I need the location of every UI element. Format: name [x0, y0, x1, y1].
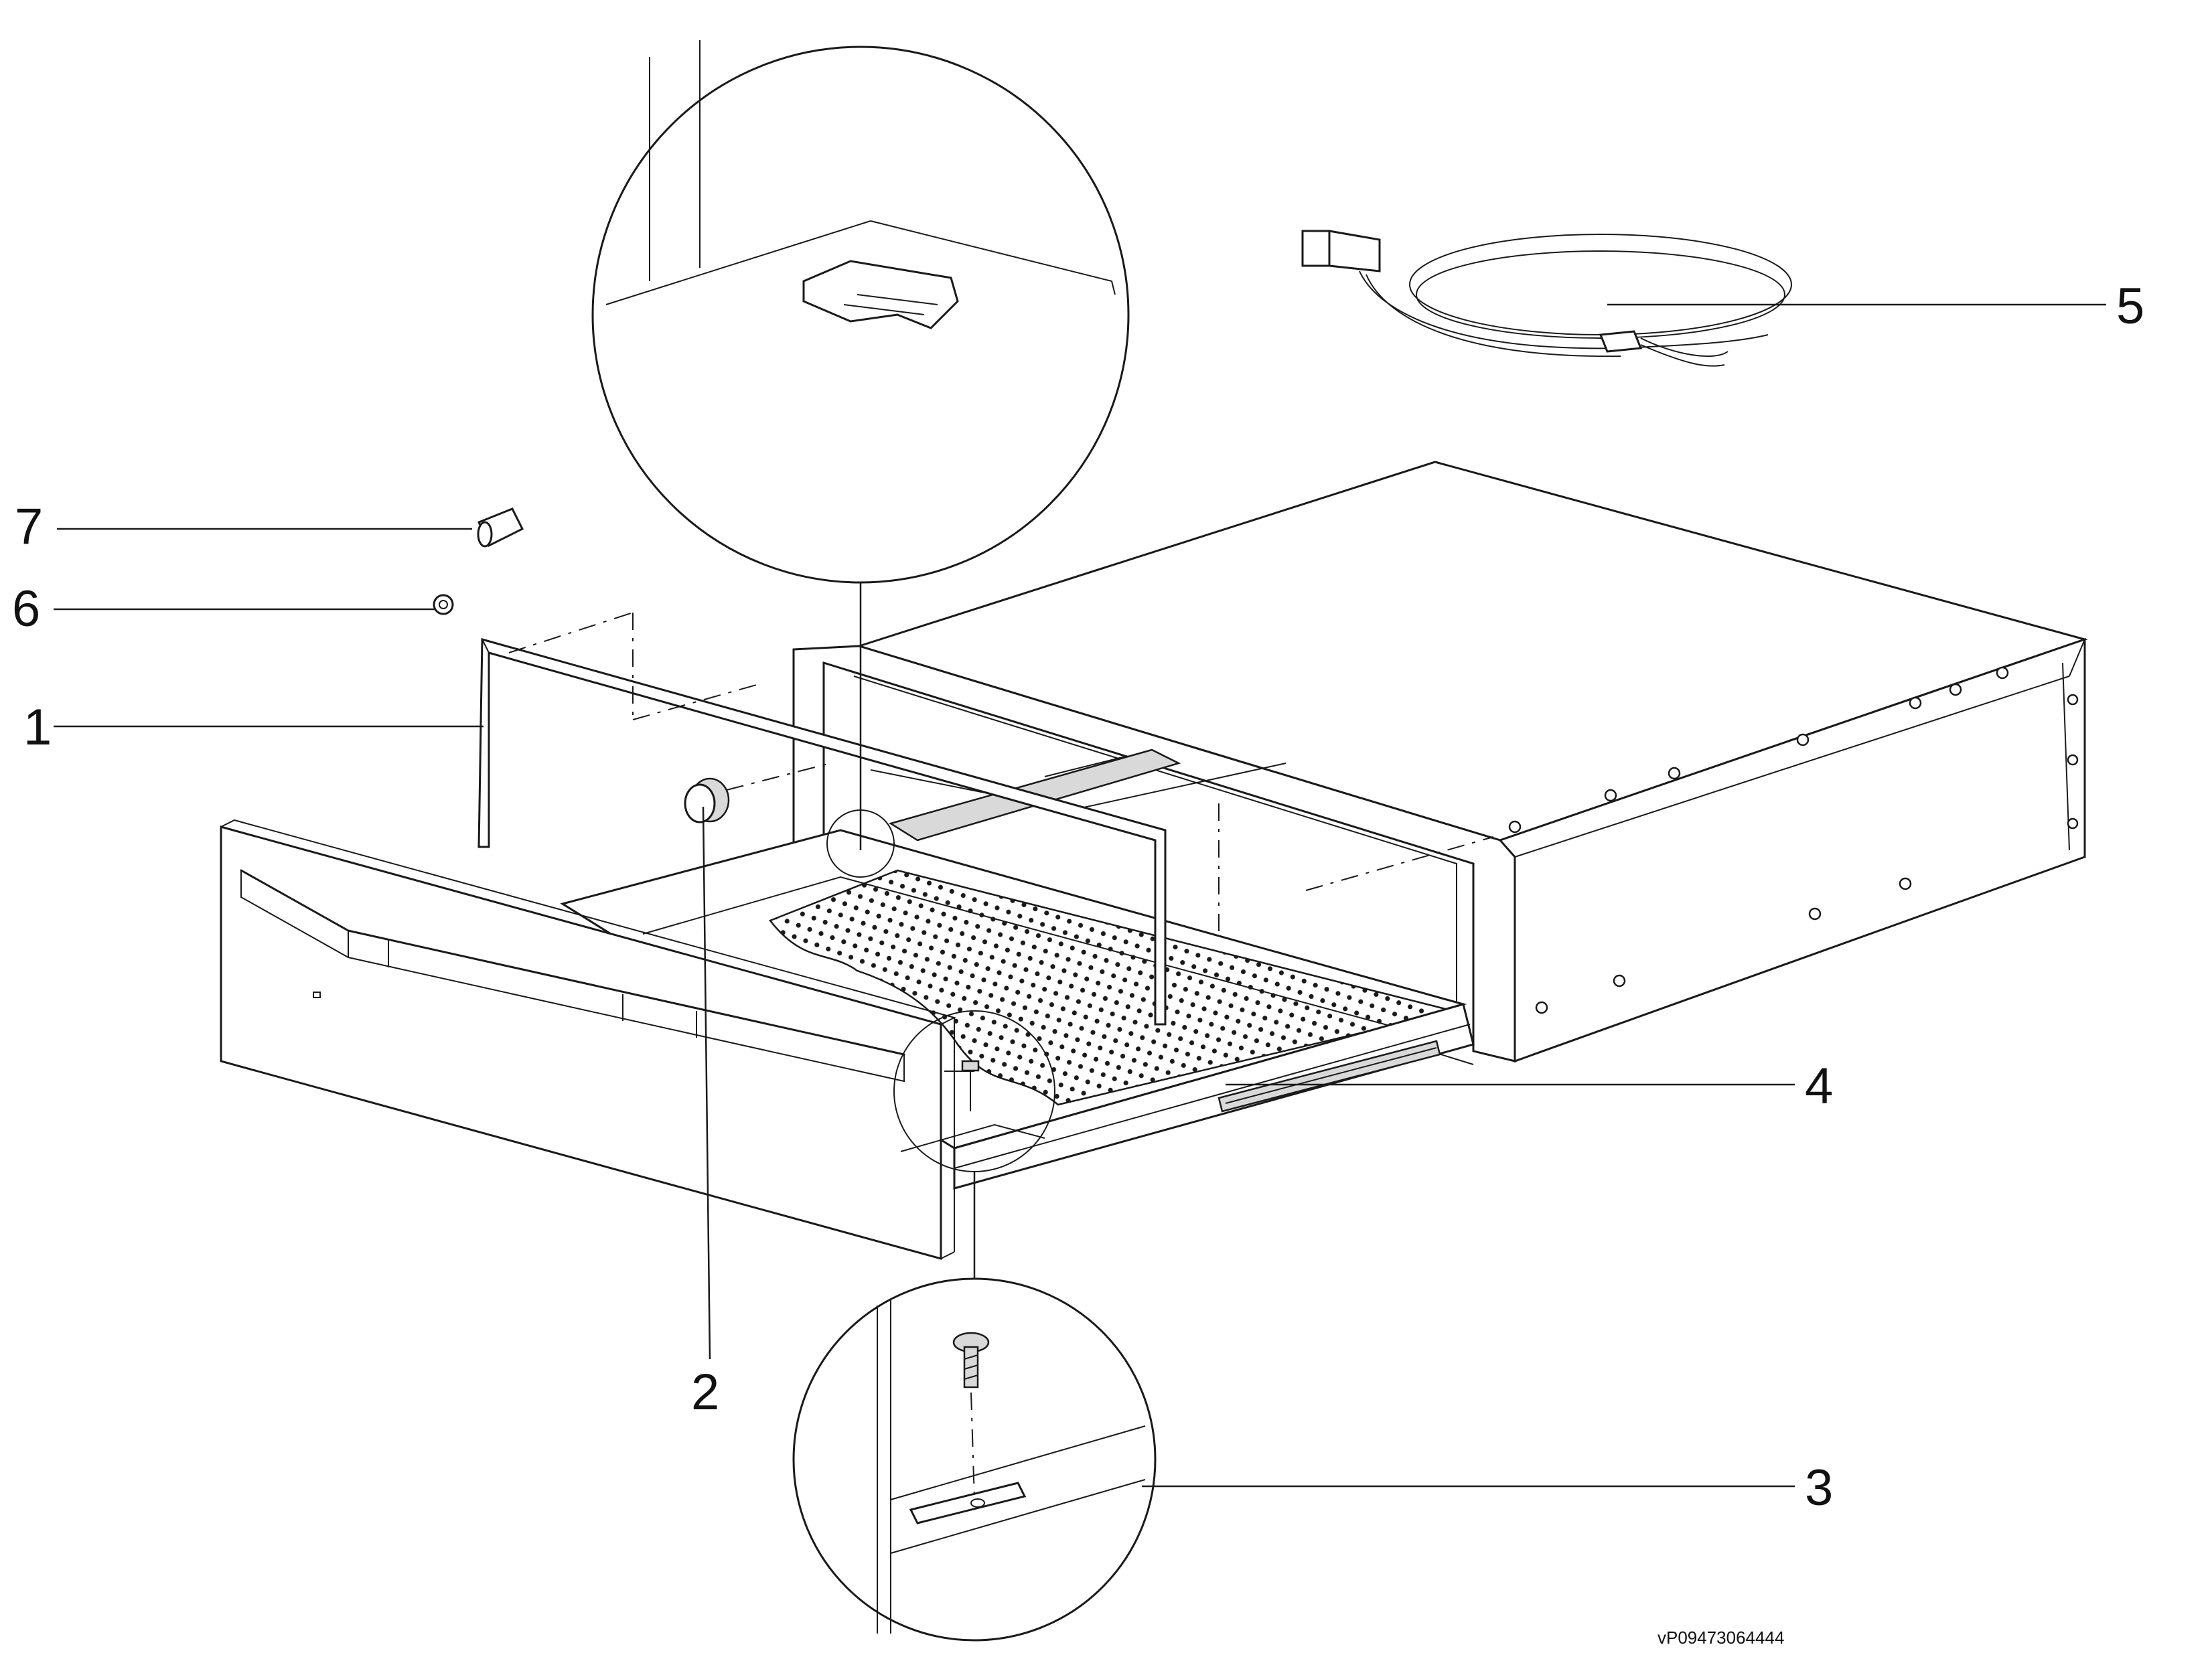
leader-lines: [54, 303, 2106, 1488]
callout-label-5: 5: [2116, 278, 2144, 335]
side-panel: [477, 612, 1167, 1026]
indicator-lamp: [477, 507, 524, 548]
housing-screws: [1508, 666, 2079, 1014]
callout-label-6: 6: [12, 580, 40, 637]
callout-label-2: 2: [691, 1364, 719, 1421]
callout-label-1: 1: [23, 699, 52, 756]
knob-ring: [433, 594, 454, 615]
perforated-base: [768, 869, 1454, 1106]
drawer-front-panel: [220, 819, 956, 1260]
callout-label-7: 7: [15, 498, 43, 555]
drawing-reference-code: vP09473064444: [1657, 1628, 1784, 1648]
control-knob: [684, 763, 831, 823]
callout-label-4: 4: [1805, 1058, 1833, 1115]
callout-label-3: 3: [1805, 1459, 1833, 1516]
warming-drawer-housing: [792, 461, 2089, 1065]
detail-marker-screw: [893, 1010, 1055, 1279]
screw-icon: [952, 1332, 990, 1389]
drawer-tray: [560, 829, 1475, 1190]
detail-view-screw: [792, 1277, 1157, 1642]
detail-view-latch: [591, 40, 1130, 878]
power-cable: [1301, 230, 1792, 367]
